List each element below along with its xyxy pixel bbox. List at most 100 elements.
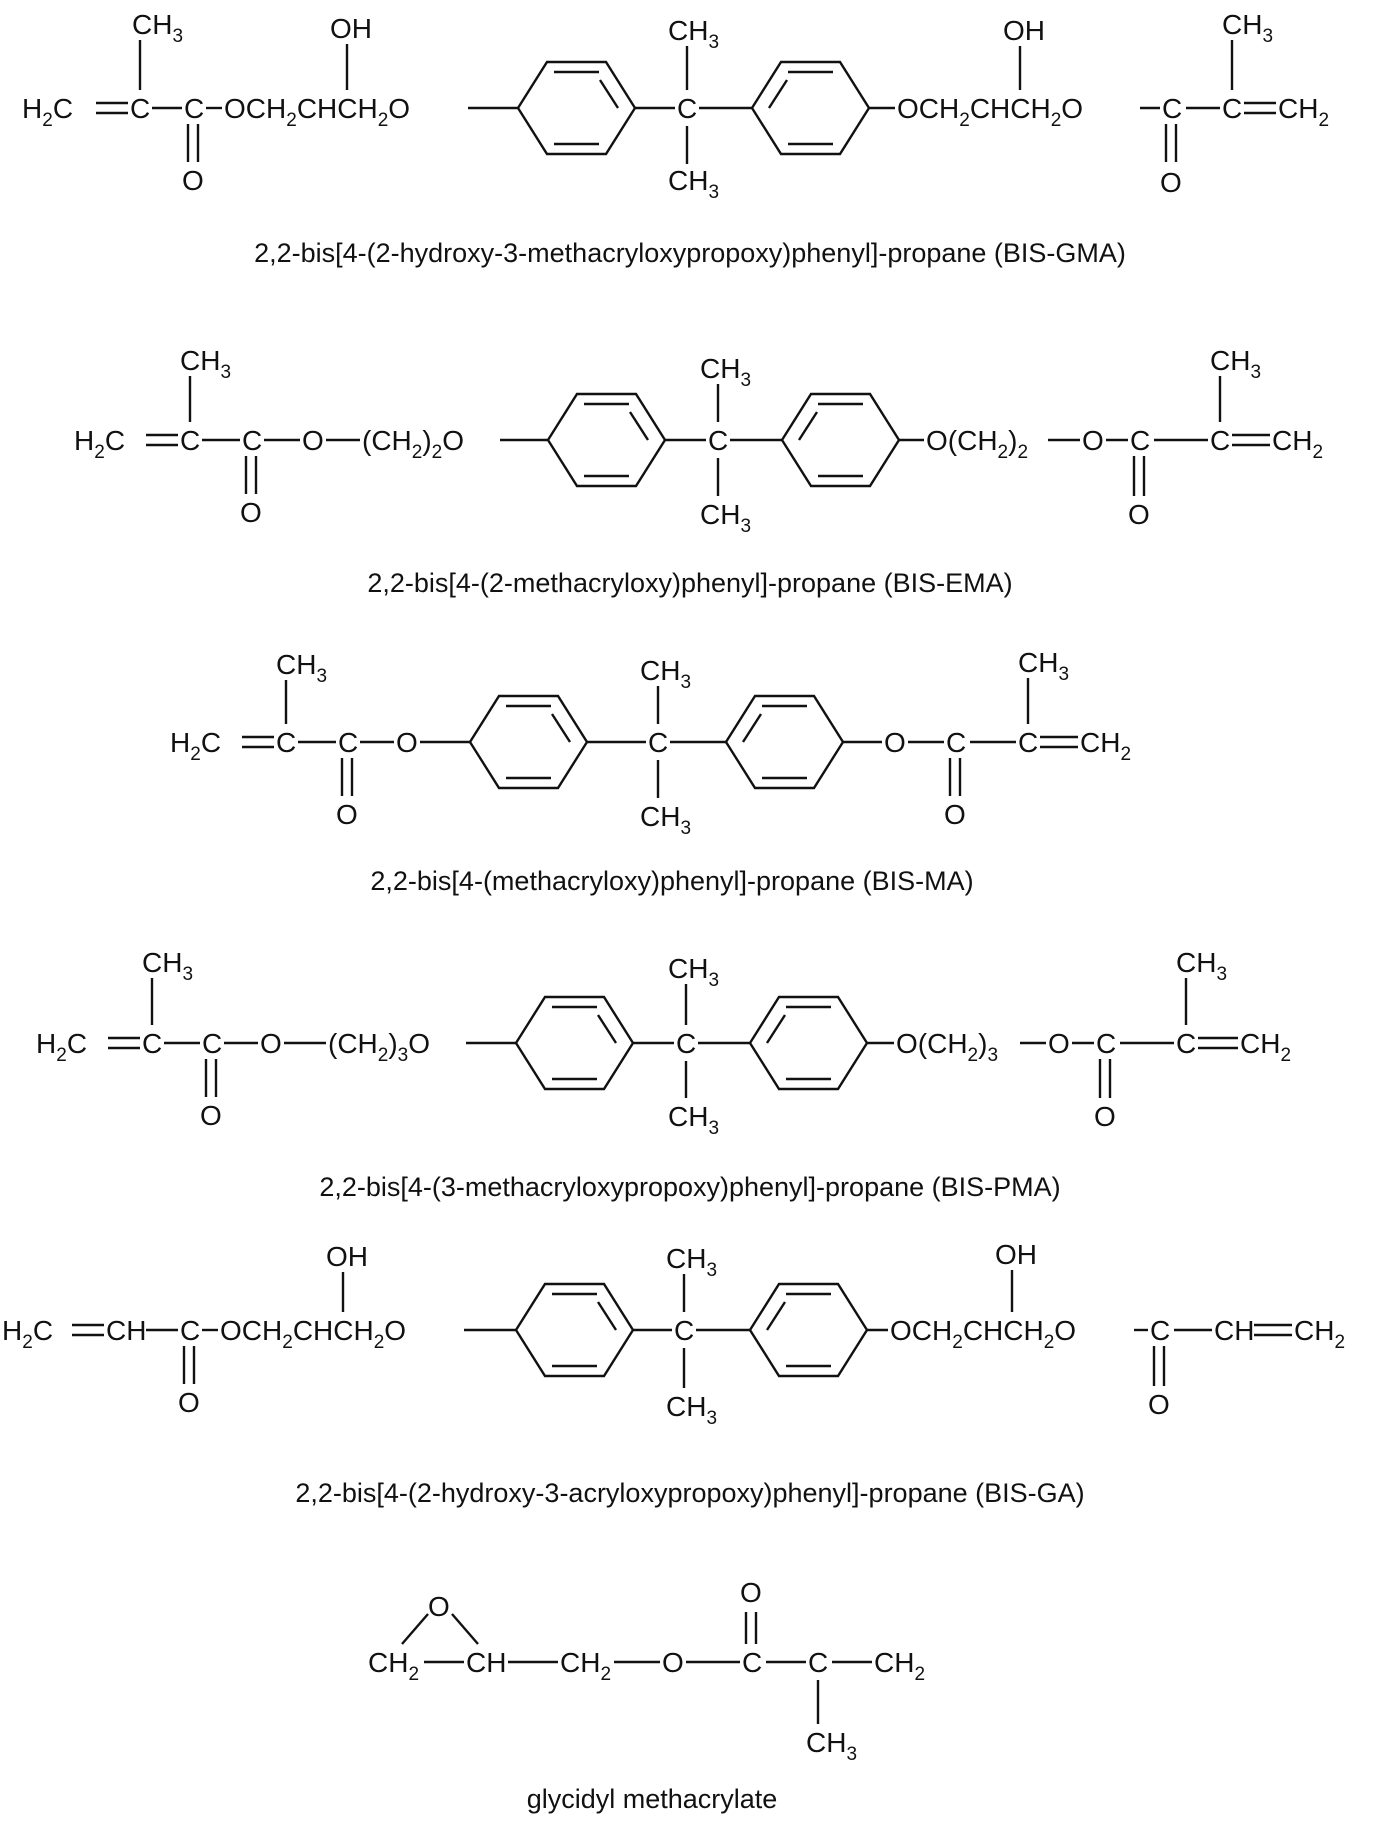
atom-c-quaternary-3: C: [648, 727, 668, 758]
atom-o-ga-2: O: [1148, 1389, 1170, 1420]
atom-o-pma-3: O: [1048, 1028, 1070, 1059]
structure-bis-pma: H2C C CH3 C O O (CH2)3O C CH3 CH3: [36, 947, 1291, 1202]
atom-ch3-ema-4: CH3: [1210, 345, 1261, 383]
atom-c-ema-1: C: [180, 425, 200, 456]
atom-ch-epoxide: CH: [466, 1647, 506, 1678]
atom-ch2-end-3: CH2: [1080, 727, 1131, 765]
benzene-ring-5: [468, 694, 589, 790]
atom-c2: C: [184, 93, 204, 124]
atom-c-ga-1: C: [180, 1315, 200, 1346]
benzene-ring-8: [748, 995, 869, 1091]
atom-c-ma-1: C: [276, 727, 296, 758]
atom-o-gma-ester: O: [662, 1647, 684, 1678]
benzene-ring-6: [724, 694, 845, 790]
structure-bis-gma: H2C C CH3 C O OCH2CHCH2O OH C CH3 CH3: [22, 9, 1329, 268]
atom-och2-3-pma: O(CH2)3: [896, 1028, 998, 1066]
caption-bis-gma: 2,2-bis[4-(2-hydroxy-3-methacryloxypropo…: [254, 238, 1126, 268]
atom-oh-ga-1: OH: [326, 1241, 368, 1272]
atom-c-quaternary-2: C: [708, 425, 728, 456]
benzene-ring-1: [516, 60, 637, 156]
atom-ch3-2: CH3: [668, 15, 719, 53]
structure-bis-ga: H2C CH C O OCH2CHCH2O OH C CH3 CH3: [2, 1239, 1345, 1508]
atom-c-pma-1: C: [142, 1028, 162, 1059]
atom-o-pma-4: O: [1094, 1101, 1116, 1132]
caption-bis-ema: 2,2-bis[4-(2-methacryloxy)phenyl]-propan…: [367, 568, 1012, 598]
atom-ch3-pma-2: CH3: [668, 953, 719, 991]
atom-c3: C: [1162, 93, 1182, 124]
benzene-ring-10: [748, 1282, 869, 1378]
atom-ch2-2-ema-1: (CH2)2O: [362, 425, 464, 463]
atom-ch3-ema-1: CH3: [180, 345, 231, 383]
atom-c-ema-2: C: [242, 425, 262, 456]
atom-o-epoxide: O: [428, 1591, 450, 1622]
atom-h2c: H2C: [22, 93, 73, 131]
atom-ch3-pma-1: CH3: [142, 947, 193, 985]
atom-c1: C: [130, 93, 150, 124]
atom-c-pma-4: C: [1176, 1028, 1196, 1059]
structure-glycidyl-methacrylate: O CH2 CH CH2 O C O C CH3 CH2 glycidyl me…: [368, 1577, 925, 1814]
structure-bis-ma: H2C C CH3 C O O C CH3 CH3: [170, 647, 1131, 896]
atom-o-gma-carbonyl: O: [740, 1577, 762, 1608]
atom-ch3-ma-4: CH3: [1018, 647, 1069, 685]
atom-ch-ga-2: CH: [1214, 1315, 1254, 1346]
atom-ch3-ga-2: CH3: [666, 1391, 717, 1429]
atom-c-pma-2: C: [202, 1028, 222, 1059]
atom-c-gma-carbonyl: C: [742, 1647, 762, 1678]
benzene-ring-9: [514, 1282, 635, 1378]
atom-ch2-3-pma-1: (CH2)3O: [328, 1028, 430, 1066]
atom-c-ma-2: C: [338, 727, 358, 758]
atom-o-ema-4: O: [1128, 499, 1150, 530]
atom-ch3-ema-3: CH3: [700, 499, 751, 537]
atom-ch-ga-1: CH: [106, 1315, 146, 1346]
atom-c-pma-3: C: [1096, 1028, 1116, 1059]
atom-ch2-gma-end: CH2: [874, 1647, 925, 1685]
atom-o-ma-2: O: [396, 727, 418, 758]
atom-c-ema-3: C: [1130, 425, 1150, 456]
atom-och2chch2o-ga-2: OCH2CHCH2O: [890, 1315, 1076, 1353]
atom-o-ema-2: O: [302, 425, 324, 456]
caption-bis-ma: 2,2-bis[4-(methacryloxy)phenyl]-propane …: [370, 866, 973, 896]
structure-bis-ema: H2C C CH3 C O O (CH2)2O C CH3 CH3: [74, 345, 1323, 598]
atom-o-ema-3: O: [1082, 425, 1104, 456]
atom-h2c-5: H2C: [2, 1315, 53, 1353]
atom-h2c-2: H2C: [74, 425, 125, 463]
atom-och2chch2o-ga-1: OCH2CHCH2O: [220, 1315, 406, 1353]
benzene-ring-7: [514, 995, 635, 1091]
caption-bis-pma: 2,2-bis[4-(3-methacryloxypropoxy)phenyl]…: [319, 1172, 1060, 1202]
atom-ch3-pma-3: CH3: [668, 1101, 719, 1139]
atom-o-pma-2: O: [260, 1028, 282, 1059]
benzene-ring-2: [750, 60, 871, 156]
atom-o-ema-1: O: [240, 497, 262, 528]
atom-ch3-ma-3: CH3: [640, 801, 691, 839]
atom-o-ga-1: O: [178, 1387, 200, 1418]
atom-c-gma-alpha: C: [808, 1647, 828, 1678]
atom-ch3-gma: CH3: [806, 1727, 857, 1765]
atom-ch2-end-2: CH2: [1272, 425, 1323, 463]
atom-ch2-end-1: CH2: [1278, 93, 1329, 131]
atom-ch2-end-4: CH2: [1240, 1028, 1291, 1066]
atom-o-pma-1: O: [200, 1100, 222, 1131]
atom-ch3-3: CH3: [668, 165, 719, 203]
atom-ch3-ga-1: CH3: [666, 1243, 717, 1281]
benzene-ring-3: [546, 392, 667, 488]
atom-och2-2-ema: O(CH2)2: [926, 425, 1028, 463]
atom-c-ema-4: C: [1210, 425, 1230, 456]
caption-glycidyl-methacrylate: glycidyl methacrylate: [527, 1784, 778, 1814]
atom-ch3-1: CH3: [132, 9, 183, 47]
atom-ch3-pma-4: CH3: [1176, 947, 1227, 985]
atom-o-carbonyl-1: O: [182, 165, 204, 196]
atom-ch3-4: CH3: [1222, 9, 1273, 47]
atom-och2chch2o-2: OCH2CHCH2O: [897, 93, 1083, 131]
atom-c-ma-4: C: [1018, 727, 1038, 758]
atom-c-quaternary-1: C: [677, 93, 697, 124]
atom-oh-ga-2: OH: [995, 1239, 1037, 1270]
atom-ch3-ema-2: CH3: [700, 353, 751, 391]
atom-c-quaternary-5: C: [674, 1315, 694, 1346]
benzene-ring-4: [780, 392, 901, 488]
atom-h2c-3: H2C: [170, 727, 221, 765]
atom-och2chch2o-1: OCH2CHCH2O: [224, 93, 410, 131]
atom-ch2-epoxide: CH2: [368, 1647, 419, 1685]
atom-o-ma-4: O: [944, 799, 966, 830]
